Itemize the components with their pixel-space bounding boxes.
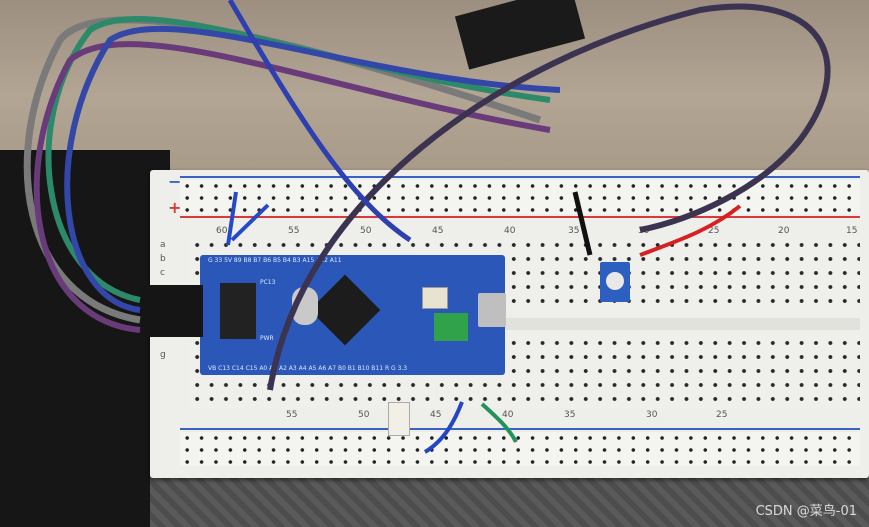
column-number: 60 bbox=[216, 226, 228, 236]
bottom-pin-labels: VB C13 C14 C15 A0 A1 A2 A3 A4 A5 A6 A7 B… bbox=[208, 365, 408, 372]
minus-marker: − bbox=[168, 172, 182, 191]
tactile-button[interactable] bbox=[388, 402, 410, 436]
cutting-mat bbox=[150, 470, 869, 527]
column-number: 45 bbox=[430, 410, 442, 420]
short-blue-jumpers bbox=[226, 191, 270, 246]
row-letter: b bbox=[160, 254, 166, 264]
blue-bottom-jumper bbox=[423, 401, 464, 454]
column-number: 25 bbox=[708, 226, 720, 236]
black-cloth bbox=[0, 150, 170, 527]
purple-wire bbox=[33, 41, 551, 333]
column-number: 35 bbox=[568, 226, 580, 236]
column-number: 50 bbox=[360, 226, 372, 236]
green-bottom-jumper bbox=[480, 402, 518, 443]
column-number: 55 bbox=[288, 226, 300, 236]
micro-usb-port[interactable] bbox=[478, 293, 506, 327]
column-number: 35 bbox=[564, 410, 576, 420]
column-number: 20 bbox=[778, 226, 790, 236]
watermark: CSDN @菜鸟-01 bbox=[755, 504, 857, 519]
red-jumper bbox=[639, 204, 742, 257]
column-number: 30 bbox=[646, 410, 658, 420]
boot-jumpers[interactable] bbox=[434, 313, 468, 341]
column-number: 40 bbox=[502, 410, 514, 420]
rail-line-red bbox=[180, 216, 860, 218]
row-letter: g bbox=[160, 350, 166, 360]
blue-wire bbox=[64, 25, 561, 313]
dupont-connector bbox=[138, 285, 203, 337]
rail-line-blue bbox=[180, 176, 860, 178]
column-number: 45 bbox=[432, 226, 444, 236]
column-number: 15 bbox=[846, 226, 858, 236]
column-number: 25 bbox=[716, 410, 728, 420]
plus-marker: + bbox=[168, 198, 182, 217]
column-number: 50 bbox=[358, 410, 370, 420]
gray-wire bbox=[23, 16, 542, 324]
column-number: 40 bbox=[504, 226, 516, 236]
pc13-label: PC13 bbox=[260, 279, 276, 286]
blue-long-wire bbox=[227, 0, 412, 243]
row-letter: c bbox=[160, 268, 165, 278]
potentiometer bbox=[600, 262, 630, 302]
column-number: 55 bbox=[286, 410, 298, 420]
potentiometer-knob[interactable] bbox=[606, 272, 624, 290]
black-jumper bbox=[572, 191, 593, 256]
reset-button[interactable] bbox=[422, 287, 448, 309]
green-wire bbox=[45, 16, 551, 303]
pwr-label: PWR bbox=[260, 335, 274, 342]
row-letter: a bbox=[160, 240, 166, 250]
stm32-blue-pill-board: G 33 5V 89 B8 B7 B6 B5 B4 B3 A15 A12 A11… bbox=[200, 255, 506, 375]
swd-header bbox=[220, 283, 256, 339]
rail-line-blue-bottom bbox=[180, 428, 860, 430]
top-pin-labels: G 33 5V 89 B8 B7 B6 B5 B4 B3 A15 A12 A11 bbox=[208, 257, 342, 264]
top-power-rail bbox=[180, 180, 860, 214]
bottom-power-rail bbox=[180, 432, 860, 466]
